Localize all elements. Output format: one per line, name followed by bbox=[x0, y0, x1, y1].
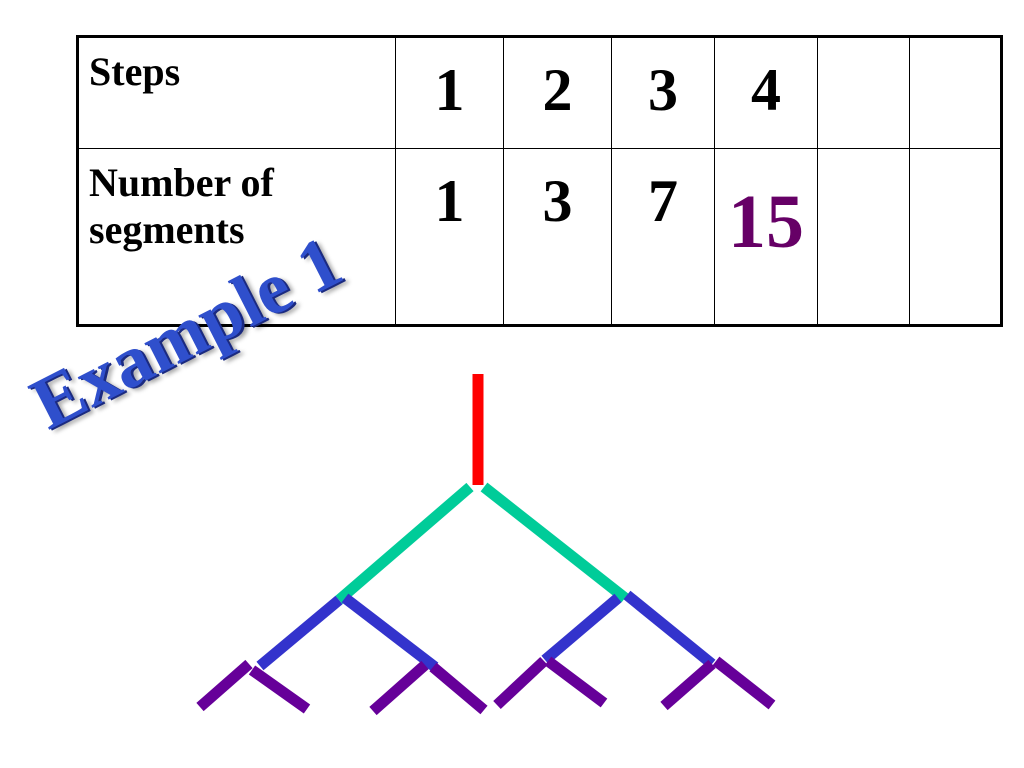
segments-label-line2: segments bbox=[89, 207, 245, 253]
tree-segment bbox=[493, 656, 548, 710]
tree-segment bbox=[369, 660, 429, 716]
tree-segment bbox=[341, 593, 439, 672]
segments-5-cell bbox=[817, 148, 910, 326]
segments-6-cell bbox=[909, 148, 1002, 326]
step-6-cell bbox=[909, 36, 1002, 149]
tree-segment bbox=[623, 590, 716, 669]
segments-1-cell: 1 bbox=[395, 148, 504, 326]
tree-segment bbox=[712, 656, 776, 710]
segments-label-line1: Number of bbox=[89, 160, 274, 205]
tree-segment bbox=[480, 482, 629, 603]
tree-segment bbox=[248, 665, 311, 714]
tree-segment bbox=[541, 593, 622, 665]
segments-3-cell: 7 bbox=[611, 148, 715, 326]
tree-step-3 bbox=[256, 590, 716, 672]
tree-segment bbox=[429, 662, 488, 715]
steps-row: Steps 1 2 3 4 bbox=[77, 36, 1002, 149]
tree-segment bbox=[544, 656, 608, 708]
segments-4-cell: 15 bbox=[714, 148, 818, 326]
tree-segment bbox=[660, 659, 716, 711]
step-2-cell: 2 bbox=[503, 36, 612, 149]
tree-segment bbox=[335, 482, 474, 605]
tree-segment bbox=[256, 595, 343, 671]
tree-step-4 bbox=[196, 656, 776, 716]
step-3-cell: 3 bbox=[611, 36, 715, 149]
step-4-cell: 4 bbox=[714, 36, 818, 149]
steps-label: Steps bbox=[77, 36, 396, 149]
tree-step-2 bbox=[335, 482, 629, 605]
step-1-cell: 1 bbox=[395, 36, 504, 149]
tree-segment bbox=[196, 659, 253, 712]
